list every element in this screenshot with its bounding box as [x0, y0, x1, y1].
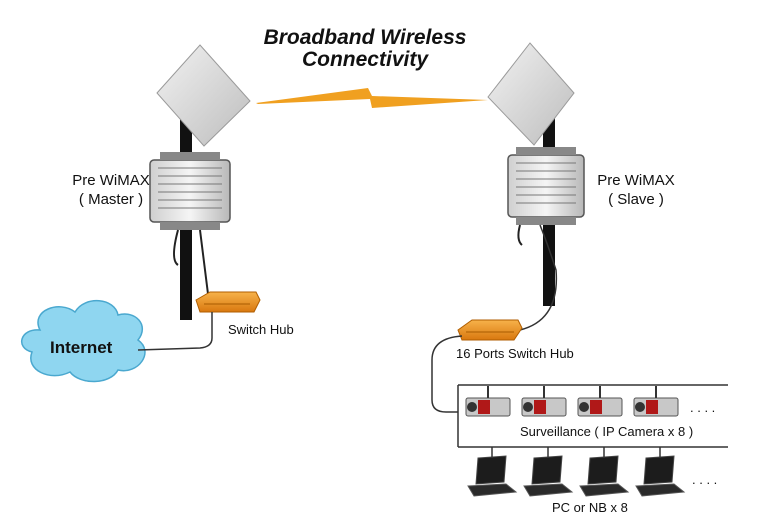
- pc-ellipsis: . . . .: [692, 472, 718, 487]
- slave-cpe-unit: [507, 147, 585, 246]
- cable-slave-to-hub: [519, 224, 558, 331]
- ip-camera-2: [521, 386, 567, 417]
- slave-antenna-panel: [487, 42, 575, 146]
- master-antenna-panel: [156, 44, 251, 147]
- ip-camera-3: [577, 386, 623, 417]
- switch-hub-label: Switch Hub: [228, 322, 294, 337]
- master-role-label: ( Master ): [78, 191, 144, 208]
- laptop-2: [523, 447, 574, 497]
- laptop-4: [635, 447, 686, 497]
- master-name-label: Pre WiMAX: [72, 172, 150, 189]
- switch-hub: [195, 291, 261, 313]
- cable-hub-to-devices: [431, 335, 463, 413]
- camera-group-label: Surveillance ( IP Camera x 8 ): [520, 424, 694, 439]
- device-bus: [457, 384, 728, 448]
- ip-camera-4: [633, 386, 679, 417]
- laptop-1: [467, 447, 518, 497]
- ip-camera-1: [465, 386, 511, 417]
- switch-hub-16-label: 16 Ports Switch Hub: [456, 346, 574, 361]
- slave-name-label: Pre WiMAX: [597, 172, 675, 189]
- pc-group-label: PC or NB x 8: [552, 500, 628, 515]
- internet-label: Internet: [50, 338, 113, 357]
- diagram-title-line2: Connectivity: [301, 48, 429, 71]
- laptop-3: [579, 447, 630, 497]
- camera-ellipsis: . . . .: [690, 400, 716, 415]
- cable-internet-to-hub: [137, 312, 213, 351]
- internet-cloud: [21, 299, 146, 383]
- wireless-link-bolt: [256, 88, 488, 108]
- slave-role-label: ( Slave ): [608, 191, 664, 208]
- diagram-title-line1: Broadband Wireless: [263, 26, 467, 49]
- switch-hub-16: [457, 319, 523, 341]
- master-cpe-unit: [149, 152, 231, 311]
